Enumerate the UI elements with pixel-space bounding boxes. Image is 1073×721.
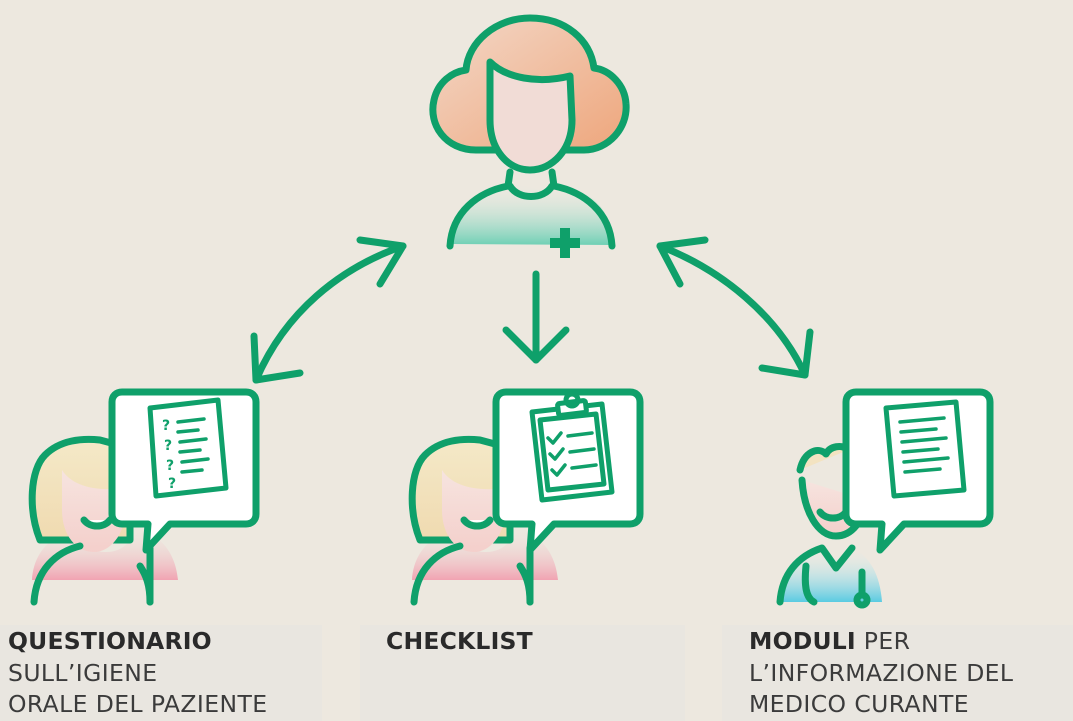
label-moduli-title: MODULI [749, 627, 856, 655]
svg-text:?: ? [162, 418, 170, 434]
arrow-left-bidirectional [250, 236, 407, 384]
label-questionario-line3: ORALE DEL PAZIENTE [8, 690, 268, 718]
arrow-nurse-to-checklist [502, 270, 570, 364]
clipboard-checklist-icon [529, 391, 615, 503]
svg-text:?: ? [166, 458, 174, 474]
label-moduli: MODULI PER L’INFORMAZIONE DEL MEDICO CUR… [749, 626, 1013, 721]
label-panel-left [0, 625, 322, 721]
label-checklist-title: CHECKLIST [386, 627, 533, 655]
label-moduli-line2: L’INFORMAZIONE DEL [749, 658, 1014, 687]
patient-woman-icon-left [28, 435, 178, 606]
arrow-right-bidirectional [656, 236, 814, 379]
label-panel-center [360, 625, 685, 721]
nurse-avatar-icon [429, 14, 630, 258]
label-panel-right [722, 625, 1073, 721]
label-moduli-title-rest: PER [855, 627, 911, 655]
text-document-icon [883, 399, 967, 499]
label-questionario-line2: SULL’IGIENE [8, 658, 158, 687]
doctor-man-icon [776, 443, 882, 609]
questionnaire-document-icon: ? ? ? ? [147, 397, 229, 499]
svg-text:?: ? [168, 476, 176, 492]
label-checklist: CHECKLIST [386, 626, 533, 658]
label-questionario: QUESTIONARIO SULL’IGIENE ORALE DEL PAZIE… [8, 626, 267, 721]
label-questionario-title: QUESTIONARIO [8, 627, 212, 655]
label-moduli-line3: MEDICO CURANTE [749, 690, 969, 718]
patient-woman-icon-center [408, 435, 558, 606]
svg-text:?: ? [164, 438, 172, 454]
